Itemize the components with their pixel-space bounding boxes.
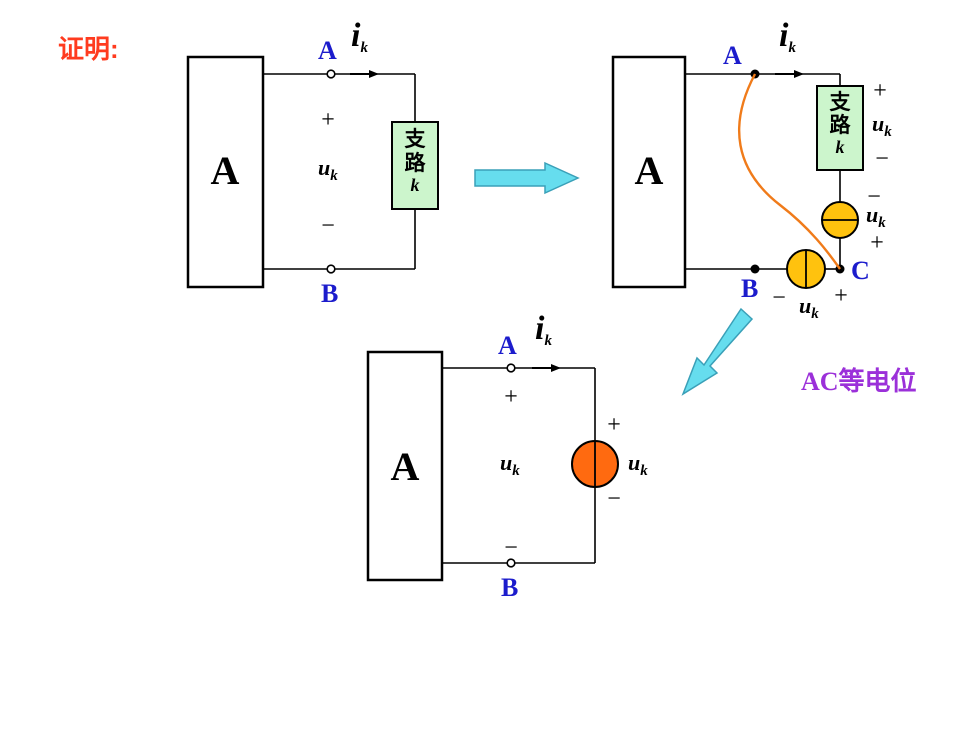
branch-minus-2: − bbox=[875, 146, 889, 172]
label-c-2: C bbox=[851, 256, 870, 285]
hsrc-left-minus: − bbox=[772, 285, 786, 311]
vsrc-top-minus: − bbox=[867, 184, 881, 210]
circuit-equivalent: A A B ik + uk − + uk − bbox=[366, 310, 648, 602]
label-b-3: B bbox=[501, 573, 518, 602]
network-box-2 bbox=[611, 55, 687, 289]
label-b-1: B bbox=[321, 279, 338, 308]
current-arrow-2 bbox=[775, 70, 804, 78]
branch-k-box-2 bbox=[816, 85, 864, 171]
source-label-3: uk bbox=[628, 450, 648, 479]
transform-arrow-diagonal bbox=[681, 307, 754, 396]
svg-text:支: 支 bbox=[405, 128, 427, 151]
network-label-2: A bbox=[635, 148, 664, 193]
proof-title: 证明: bbox=[58, 34, 119, 64]
plus-3: + bbox=[504, 384, 518, 410]
minus-1: − bbox=[321, 213, 335, 239]
hsrc-right-plus: + bbox=[834, 283, 848, 309]
network-label-3: A bbox=[391, 444, 420, 489]
node-b-2 bbox=[750, 264, 760, 274]
voltage-label-3: uk bbox=[500, 450, 520, 479]
svg-text:k: k bbox=[836, 137, 845, 157]
current-label-3: ik bbox=[535, 310, 552, 349]
branch-k-box-1 bbox=[391, 121, 439, 210]
branch-plus-2: + bbox=[873, 78, 887, 104]
svg-text:支: 支 bbox=[830, 91, 852, 114]
equipotential-note: AC等电位 bbox=[801, 366, 917, 396]
svg-text:路: 路 bbox=[830, 113, 852, 137]
terminal-b-3 bbox=[506, 558, 516, 568]
svg-text:路: 路 bbox=[405, 151, 427, 175]
terminal-a-1 bbox=[326, 69, 336, 79]
current-label-1: ik bbox=[351, 17, 368, 56]
current-label-2: ik bbox=[779, 17, 796, 56]
plus-1: + bbox=[321, 107, 335, 133]
label-b-2: B bbox=[741, 274, 758, 303]
minus-3: − bbox=[504, 535, 518, 561]
network-box-1 bbox=[186, 55, 265, 289]
hsrc-label: uk bbox=[799, 293, 819, 322]
circuit-original: A A B ik + uk − 支 路 k bbox=[186, 17, 439, 308]
network-box-3 bbox=[366, 350, 444, 582]
label-a-3: A bbox=[498, 331, 517, 360]
source-minus-3: − bbox=[607, 486, 621, 512]
transform-arrow-right bbox=[474, 161, 580, 195]
network-label-1: A bbox=[211, 148, 240, 193]
circuit-with-sources: A A B C ik 支 路 k + uk − − uk bbox=[611, 17, 892, 322]
branch-voltage-label-2: uk bbox=[872, 111, 892, 140]
vsrc-vertical-label: uk bbox=[866, 202, 886, 231]
voltage-label-1: uk bbox=[318, 155, 338, 184]
label-a-1: A bbox=[318, 36, 337, 65]
current-arrow-3 bbox=[532, 364, 561, 372]
current-arrow-1 bbox=[350, 70, 379, 78]
label-a-2: A bbox=[723, 41, 742, 70]
terminal-b-1 bbox=[326, 264, 336, 274]
short-wire-a-to-c bbox=[737, 73, 841, 270]
svg-text:k: k bbox=[411, 175, 420, 195]
source-plus-3: + bbox=[607, 412, 621, 438]
terminal-a-3 bbox=[506, 363, 516, 373]
vsrc-bottom-plus: + bbox=[870, 230, 884, 256]
